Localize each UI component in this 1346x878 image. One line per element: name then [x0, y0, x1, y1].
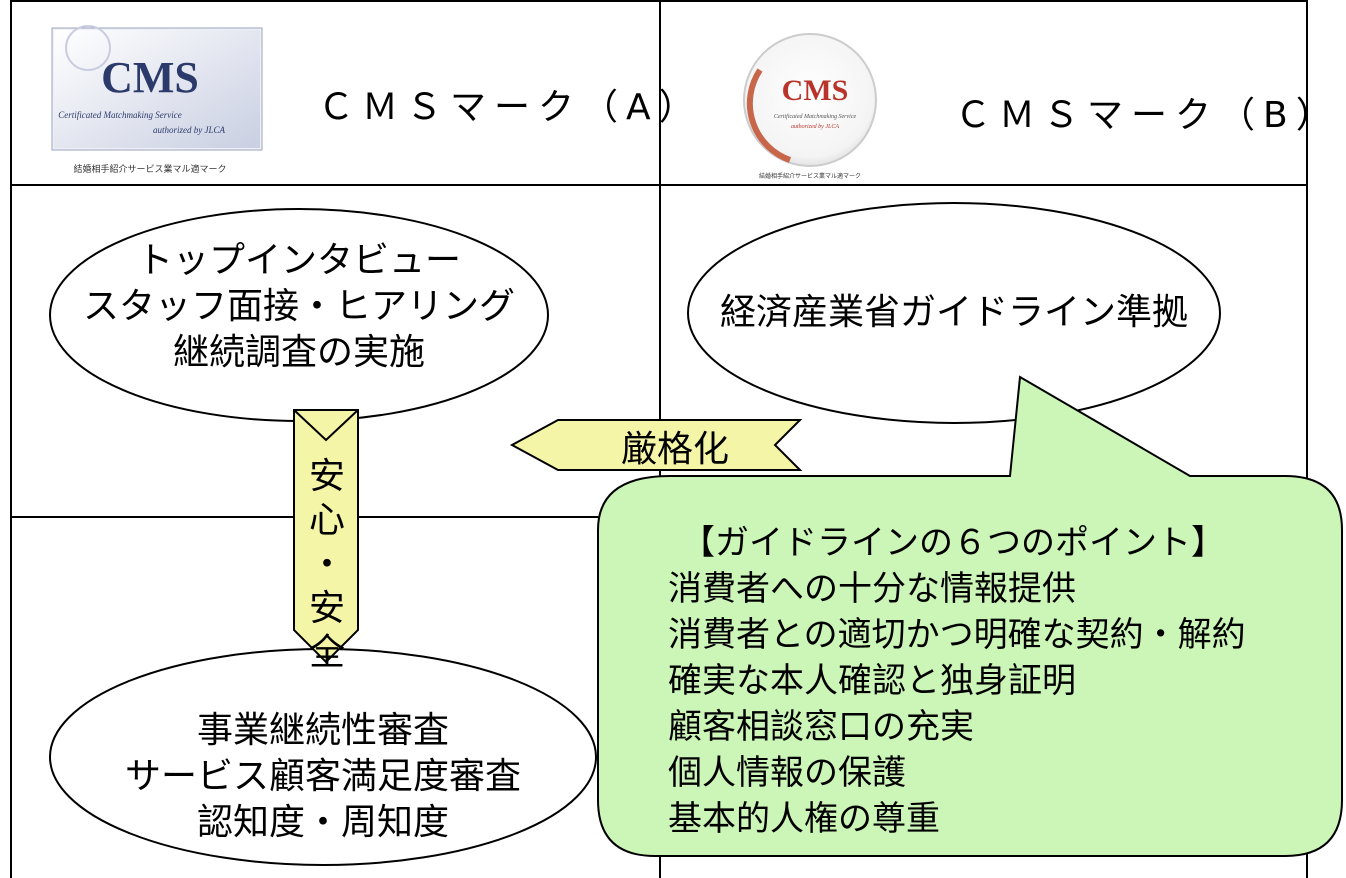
logo-a-title: CMS — [101, 53, 199, 102]
logo-b-title: CMS — [782, 74, 849, 107]
logo-a-caption: 結婚相手紹介サービス業マル適マーク — [73, 163, 226, 175]
logo-a-subtitle: Certificated Matchmaking Service — [58, 110, 181, 120]
cms-logo-b: CMS Certificated Matchmaking Service aut… — [743, 33, 877, 180]
guideline-points: 【ガイドラインの６つのポイント】 消費者への十分な情報提供 消費者との適切かつ明… — [668, 520, 1308, 842]
review-text: 事業継続性審査 サービス顧客満足度審査 認知度・周知度 — [50, 708, 596, 846]
logo-b-subtitle: Certificated Matchmaking Service — [774, 113, 857, 120]
guideline-points-title: 【ガイドラインの６つのポイント】 — [681, 523, 1225, 563]
safety-arrow — [293, 409, 359, 664]
guideline-point: 基本的人権の尊重 — [668, 799, 940, 839]
review-line: 事業継続性審査 — [196, 710, 449, 751]
guideline-point: 確実な本人確認と独身証明 — [668, 661, 1076, 701]
strict-arrow-label: 厳格化 — [620, 429, 729, 470]
strict-arrow — [509, 419, 803, 471]
guideline-point: 顧客相談窓口の充実 — [668, 707, 974, 747]
guideline-point: 個人情報の保護 — [668, 753, 906, 793]
logo-b-authorized: authorized by JLCA — [791, 124, 839, 130]
guideline-callout-bubble — [597, 375, 1343, 857]
review-line: サービス顧客満足度審査 — [124, 756, 521, 797]
audit-text: トップインタビュー スタッフ面接・ヒアリング 継続調査の実施 — [50, 238, 548, 376]
safety-char: ・ — [308, 544, 345, 585]
review-line: 認知度・周知度 — [196, 802, 449, 843]
cms-mark-a-label: ＣＭＳマーク（A） — [318, 87, 703, 128]
safety-char: 全 — [308, 632, 345, 673]
guideline-point: 消費者への十分な情報提供 — [668, 569, 1076, 609]
guideline-point: 消費者との適切かつ明確な契約・解約 — [668, 615, 1246, 655]
safety-char: 心 — [308, 500, 345, 541]
logo-b-caption: 結婚相手紹介サービス業マル適マーク — [759, 172, 861, 180]
safety-char: 安 — [308, 588, 345, 629]
logo-a-authorized: authorized by JLCA — [153, 125, 225, 135]
guideline-line: 経済産業省ガイドライン準拠 — [719, 292, 1188, 333]
safety-arrow-label: 安 心 ・ 安 全 — [297, 455, 357, 675]
safety-char: 安 — [308, 456, 345, 497]
ellipse-guideline — [687, 202, 1221, 424]
audit-line: トップインタビュー — [136, 240, 461, 281]
audit-line: 継続調査の実施 — [172, 332, 425, 373]
cms-logo-a: CMS Certificated Matchmaking Service aut… — [51, 25, 263, 175]
guideline-text: 経済産業省ガイドライン準拠 — [688, 290, 1220, 336]
cms-mark-b-label: ＣＭＳマーク（B） — [955, 95, 1340, 136]
audit-line: スタッフ面接・ヒアリング — [82, 286, 515, 327]
